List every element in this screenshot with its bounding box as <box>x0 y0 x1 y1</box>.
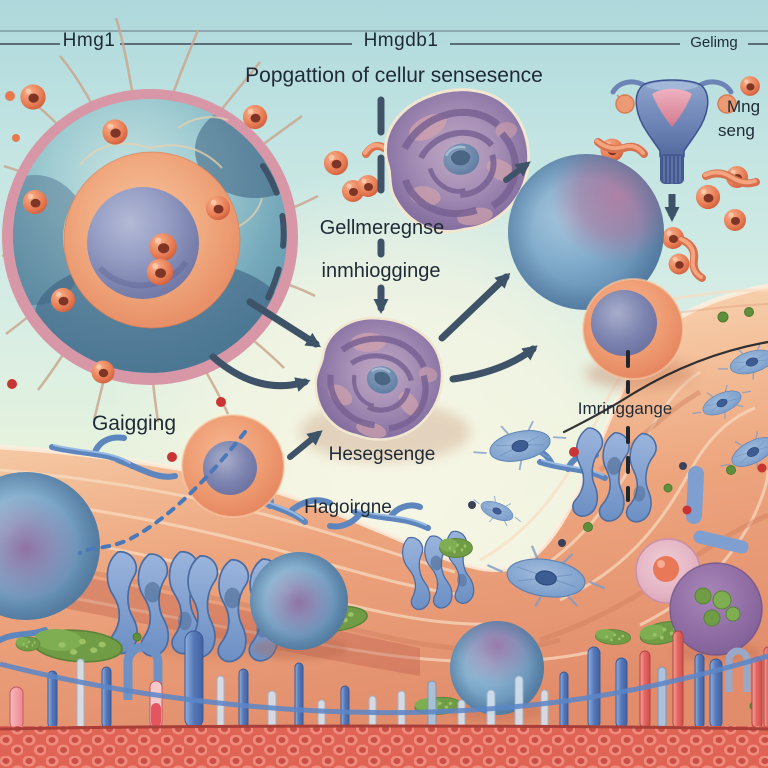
tissue-elements <box>0 307 768 722</box>
annotation-aging-left: Gaigging <box>92 412 176 435</box>
organelle-capsule <box>686 466 704 524</box>
vessel-line <box>0 653 768 716</box>
arrow-small-up <box>287 430 323 460</box>
tube-loop <box>725 647 751 692</box>
annotation-secrete-top: Gellmeregnse <box>320 217 445 239</box>
blue-sphere-top-right <box>508 154 664 310</box>
cell-nucleus <box>87 187 199 299</box>
curved-arrow-right <box>449 345 538 383</box>
figure-title: Popgattion of cellur sensesence <box>245 64 543 87</box>
pathway-arrows <box>78 96 768 555</box>
arrow-top-small <box>503 161 531 183</box>
curved-arrow-left <box>209 353 311 392</box>
uterus-icon <box>610 79 737 222</box>
red-dots <box>7 379 767 515</box>
organelle-rod <box>693 530 749 554</box>
thin-guide-curve <box>562 340 768 434</box>
annotation-tissue-right: Imringgange <box>578 399 673 418</box>
organelle-stack-right <box>568 426 660 526</box>
blue-sphere-left <box>0 472 100 620</box>
purple-cell-with-granules <box>669 562 763 662</box>
header-label-left: Hmg1 <box>63 30 116 51</box>
corner-note-line1: Mng <box>727 97 760 116</box>
green-dots <box>132 307 759 711</box>
labels: Hmg1 Hmgdb1 Gelimg Popgattion of cellur … <box>63 30 760 518</box>
arrow-to-center-cell <box>246 298 322 348</box>
corner-note-line2: seng <box>718 121 755 140</box>
green-blob <box>439 538 473 558</box>
tube-loop <box>123 642 163 700</box>
annotation-transform-top: Hesegsenge <box>329 444 436 465</box>
header-rule <box>0 30 768 45</box>
uterus-cavity <box>652 88 692 127</box>
header-label-center: Hmgdb1 <box>364 30 439 51</box>
annotation-secrete-bottom: inmhiogginge <box>322 260 441 282</box>
ovary-right <box>717 94 737 114</box>
senescent-cell <box>1 17 319 423</box>
orange-cell-left <box>181 414 285 518</box>
muscle-band <box>0 724 768 768</box>
dashed-arc <box>260 163 287 305</box>
orange-cell-right <box>582 278 695 389</box>
blue-dashed-path <box>78 430 247 555</box>
blue-sphere-mid <box>250 552 348 660</box>
green-blob <box>15 636 41 652</box>
header-label-right: Gelimg <box>690 34 738 51</box>
arrow-to-sphere <box>438 272 511 342</box>
dark-dots <box>468 462 687 547</box>
ovary-left <box>615 94 635 114</box>
annotation-transform-bottom: Hagoirgne <box>304 497 392 518</box>
